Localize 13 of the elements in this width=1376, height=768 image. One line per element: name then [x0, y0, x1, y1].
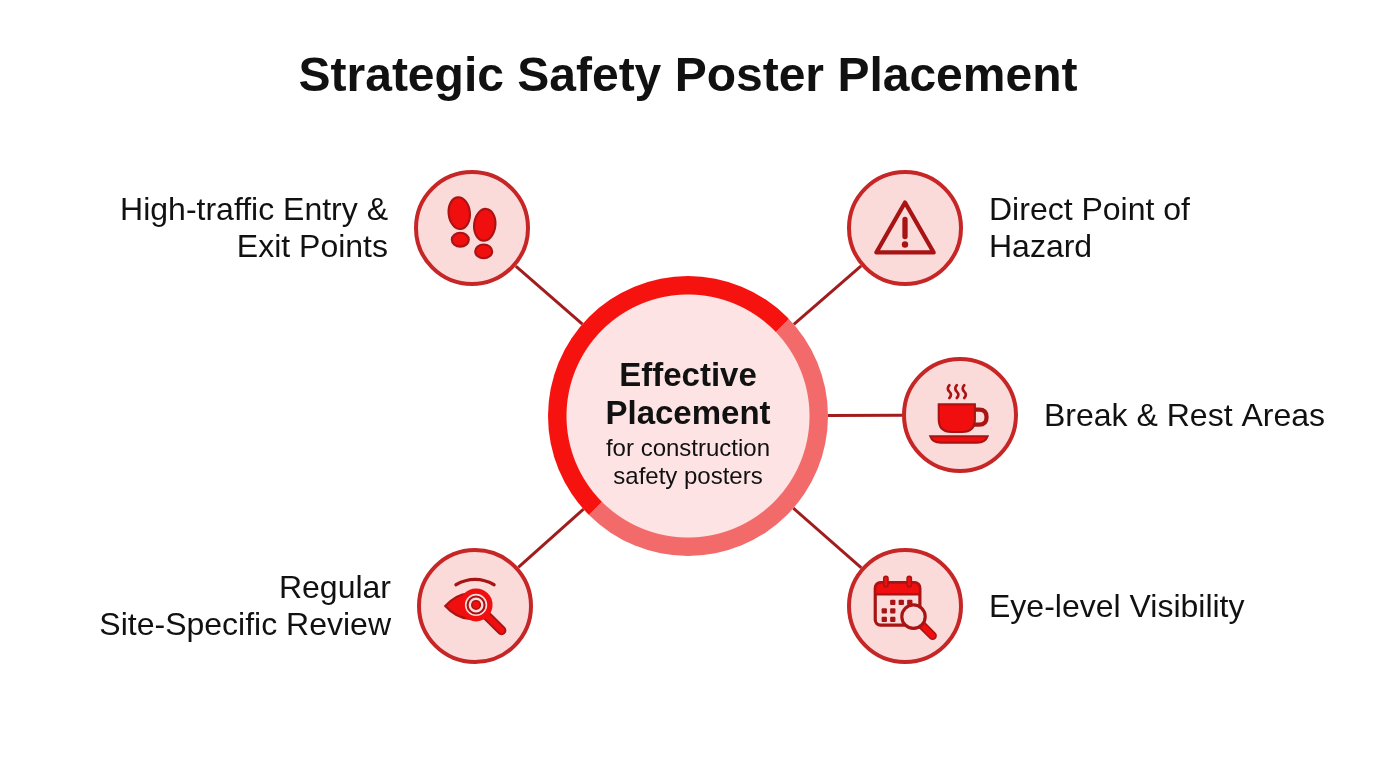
connector-line	[792, 507, 863, 569]
placement-label: Direct Point of Hazard	[989, 191, 1191, 265]
hub-subtitle: for construction safety posters	[604, 434, 772, 491]
placement-label: Break & Rest Areas	[1044, 396, 1326, 434]
diagram-title: Strategic Safety Poster Placement	[298, 47, 1078, 103]
connector-line	[792, 264, 863, 326]
placement-label: High-traffic Entry & Exit Points	[119, 191, 388, 265]
connector-line	[517, 508, 585, 569]
placement-label: Regular Site-Specific Review	[98, 569, 391, 643]
placement-label: Eye-level Visibility	[989, 587, 1246, 625]
connector-line	[828, 413, 902, 417]
connector-line	[514, 264, 584, 326]
hub-title: Effective Placement	[604, 355, 772, 433]
